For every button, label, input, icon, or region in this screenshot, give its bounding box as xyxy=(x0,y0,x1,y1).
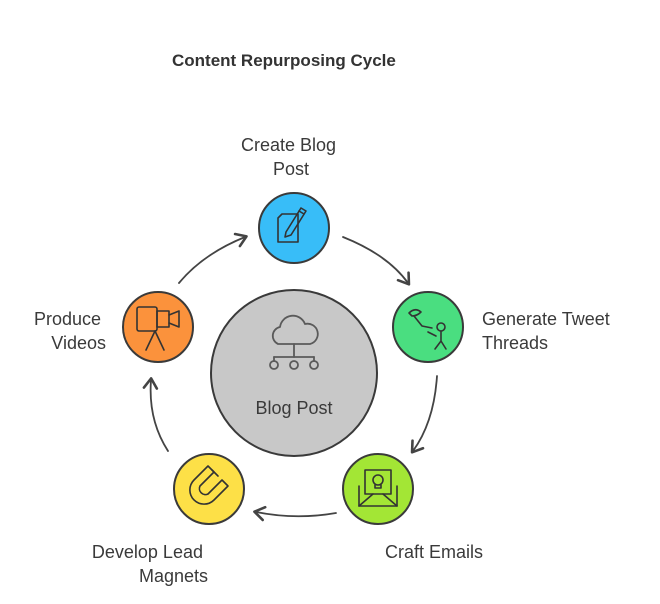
step-circle xyxy=(173,453,245,525)
envelope-skull-icon xyxy=(358,469,398,507)
center-node: Blog Post xyxy=(210,289,378,457)
step-label: Create Blog Post xyxy=(241,135,341,179)
diagram-title: Content Repurposing Cycle xyxy=(172,51,396,70)
arrow-emails-to-magnets xyxy=(253,505,337,522)
center-circle xyxy=(210,289,378,457)
step-label: Develop Lead Magnets xyxy=(92,542,208,586)
cloud-network-icon xyxy=(269,314,319,370)
bird-person-icon xyxy=(408,308,447,350)
step-label: Generate Tweet Threads xyxy=(482,309,615,353)
arrow-tweet-to-emails xyxy=(410,375,438,454)
step-label: Produce Videos xyxy=(34,309,106,353)
step-develop-lead-magnets: Develop Lead Magnets xyxy=(92,453,245,586)
step-craft-emails: Craft Emails xyxy=(342,453,483,562)
step-label: Craft Emails xyxy=(385,542,483,562)
pen-paper-icon xyxy=(277,207,307,243)
arrow-videos-to-blog xyxy=(178,232,248,284)
video-camera-icon xyxy=(136,306,180,351)
step-circle xyxy=(342,453,414,525)
arrow-magnets-to-videos xyxy=(142,377,169,452)
step-generate-tweet-threads: Generate Tweet Threads xyxy=(392,291,615,363)
step-circle xyxy=(258,192,330,264)
cycle-arrows xyxy=(142,232,438,522)
center-label: Blog Post xyxy=(255,398,332,418)
magnet-icon xyxy=(189,465,229,505)
step-create-blog-post: Create Blog Post xyxy=(241,135,341,264)
arrow-blog-to-tweet xyxy=(342,236,411,286)
step-produce-videos: Produce Videos xyxy=(34,291,194,363)
